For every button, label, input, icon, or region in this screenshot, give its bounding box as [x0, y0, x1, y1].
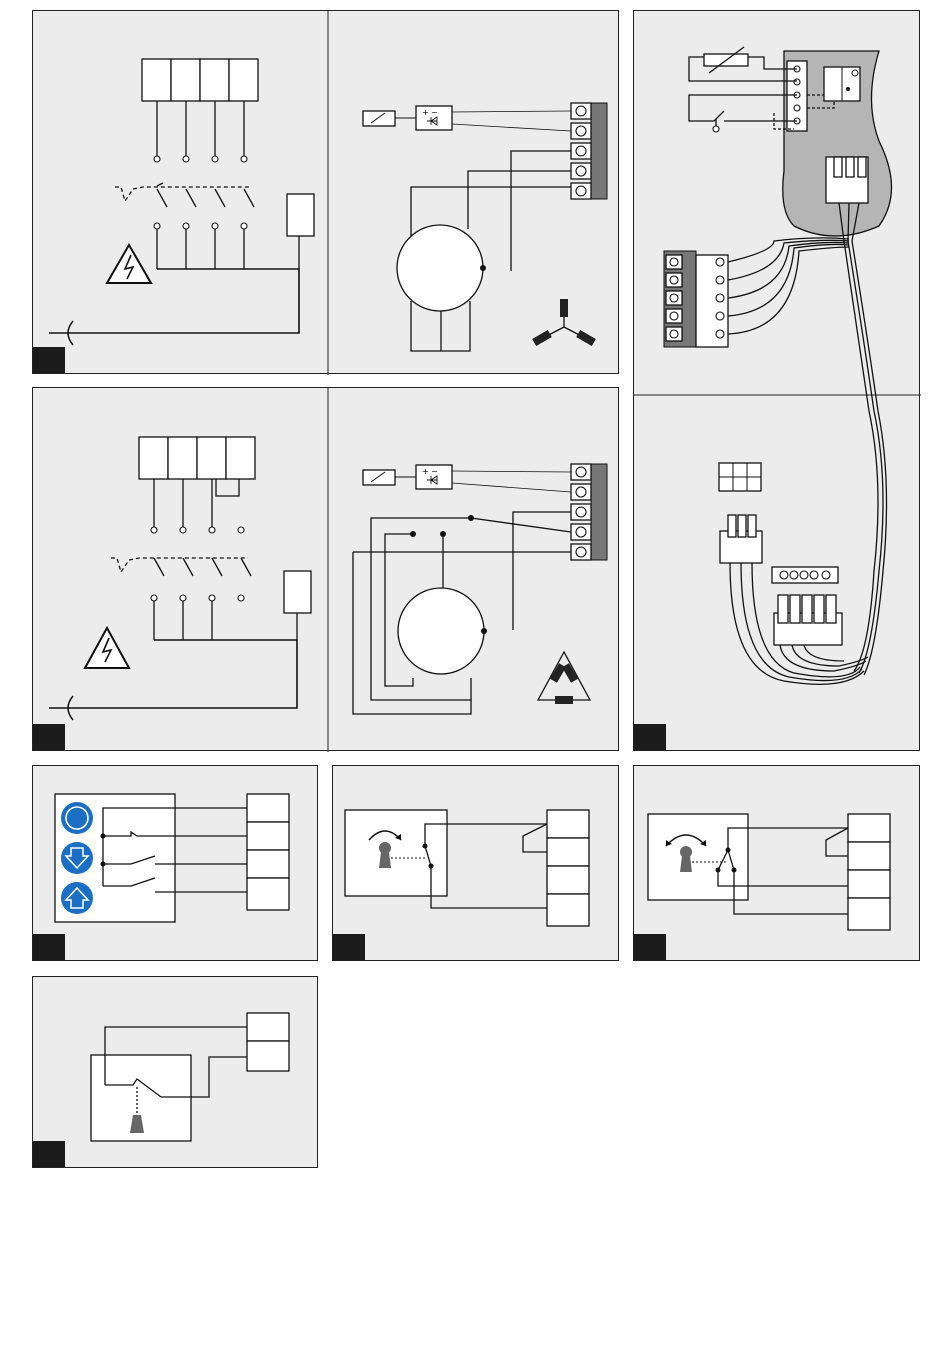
isolator-switch	[111, 479, 251, 640]
isolator-terminal-block	[139, 437, 255, 479]
key-switch-diagram	[333, 766, 620, 962]
motor	[397, 225, 483, 311]
rectifier-relay: + ~	[363, 465, 452, 489]
control-board-diagram	[634, 11, 921, 752]
isolator-terminal-block	[142, 59, 258, 101]
svg-text:+ ~: + ~	[422, 467, 438, 476]
control-unit-box	[287, 194, 314, 236]
stop-button	[61, 802, 93, 834]
control-unit-box	[284, 571, 311, 613]
motor	[398, 588, 484, 674]
star-wiring-diagram: + ~	[33, 11, 620, 375]
key-switch-panel	[332, 765, 619, 961]
control-terminal-block	[247, 794, 289, 910]
key-switch-housing	[648, 814, 748, 900]
receptacle-strip	[772, 567, 838, 583]
wire-terminal-block	[774, 595, 842, 645]
key-switch-double-panel	[633, 765, 920, 961]
motor-terminal-strip	[571, 103, 607, 199]
close-button	[61, 842, 93, 874]
key-switch-housing	[345, 810, 447, 896]
svg-text:+ ~: + ~	[422, 108, 438, 117]
open-button	[61, 882, 93, 914]
high-voltage-warning-icon	[85, 628, 129, 668]
key-switch-double-diagram	[634, 766, 921, 962]
push-button-panel	[32, 765, 318, 961]
high-voltage-warning-icon	[107, 245, 151, 283]
pull-switch-diagram	[33, 977, 319, 1169]
pull-switch-panel	[32, 976, 318, 1168]
plug-connector	[720, 515, 762, 563]
switch-terminals	[151, 527, 244, 601]
rectifier-relay: + ~	[363, 106, 452, 130]
motor-terminal-strip	[571, 464, 607, 560]
motor-wires-delta	[353, 471, 571, 714]
delta-winding-icon	[538, 652, 590, 704]
delta-wiring-diagram: + ~	[33, 388, 620, 752]
harness-terminal-block	[664, 251, 728, 347]
control-terminal-block	[547, 810, 589, 926]
switch-terminals	[154, 156, 247, 229]
wiring-panel-star: + ~	[32, 10, 619, 374]
isolator-switch	[115, 101, 254, 269]
control-board-panel	[633, 10, 920, 751]
control-terminal-block	[848, 814, 890, 930]
control-terminal-block	[247, 1013, 289, 1071]
star-winding-icon	[532, 299, 596, 346]
board-connector	[826, 157, 868, 203]
supply-cable	[63, 269, 299, 333]
push-button-diagram	[33, 766, 319, 962]
plug-top-view	[719, 463, 761, 491]
wiring-panel-delta: + ~	[32, 387, 619, 751]
